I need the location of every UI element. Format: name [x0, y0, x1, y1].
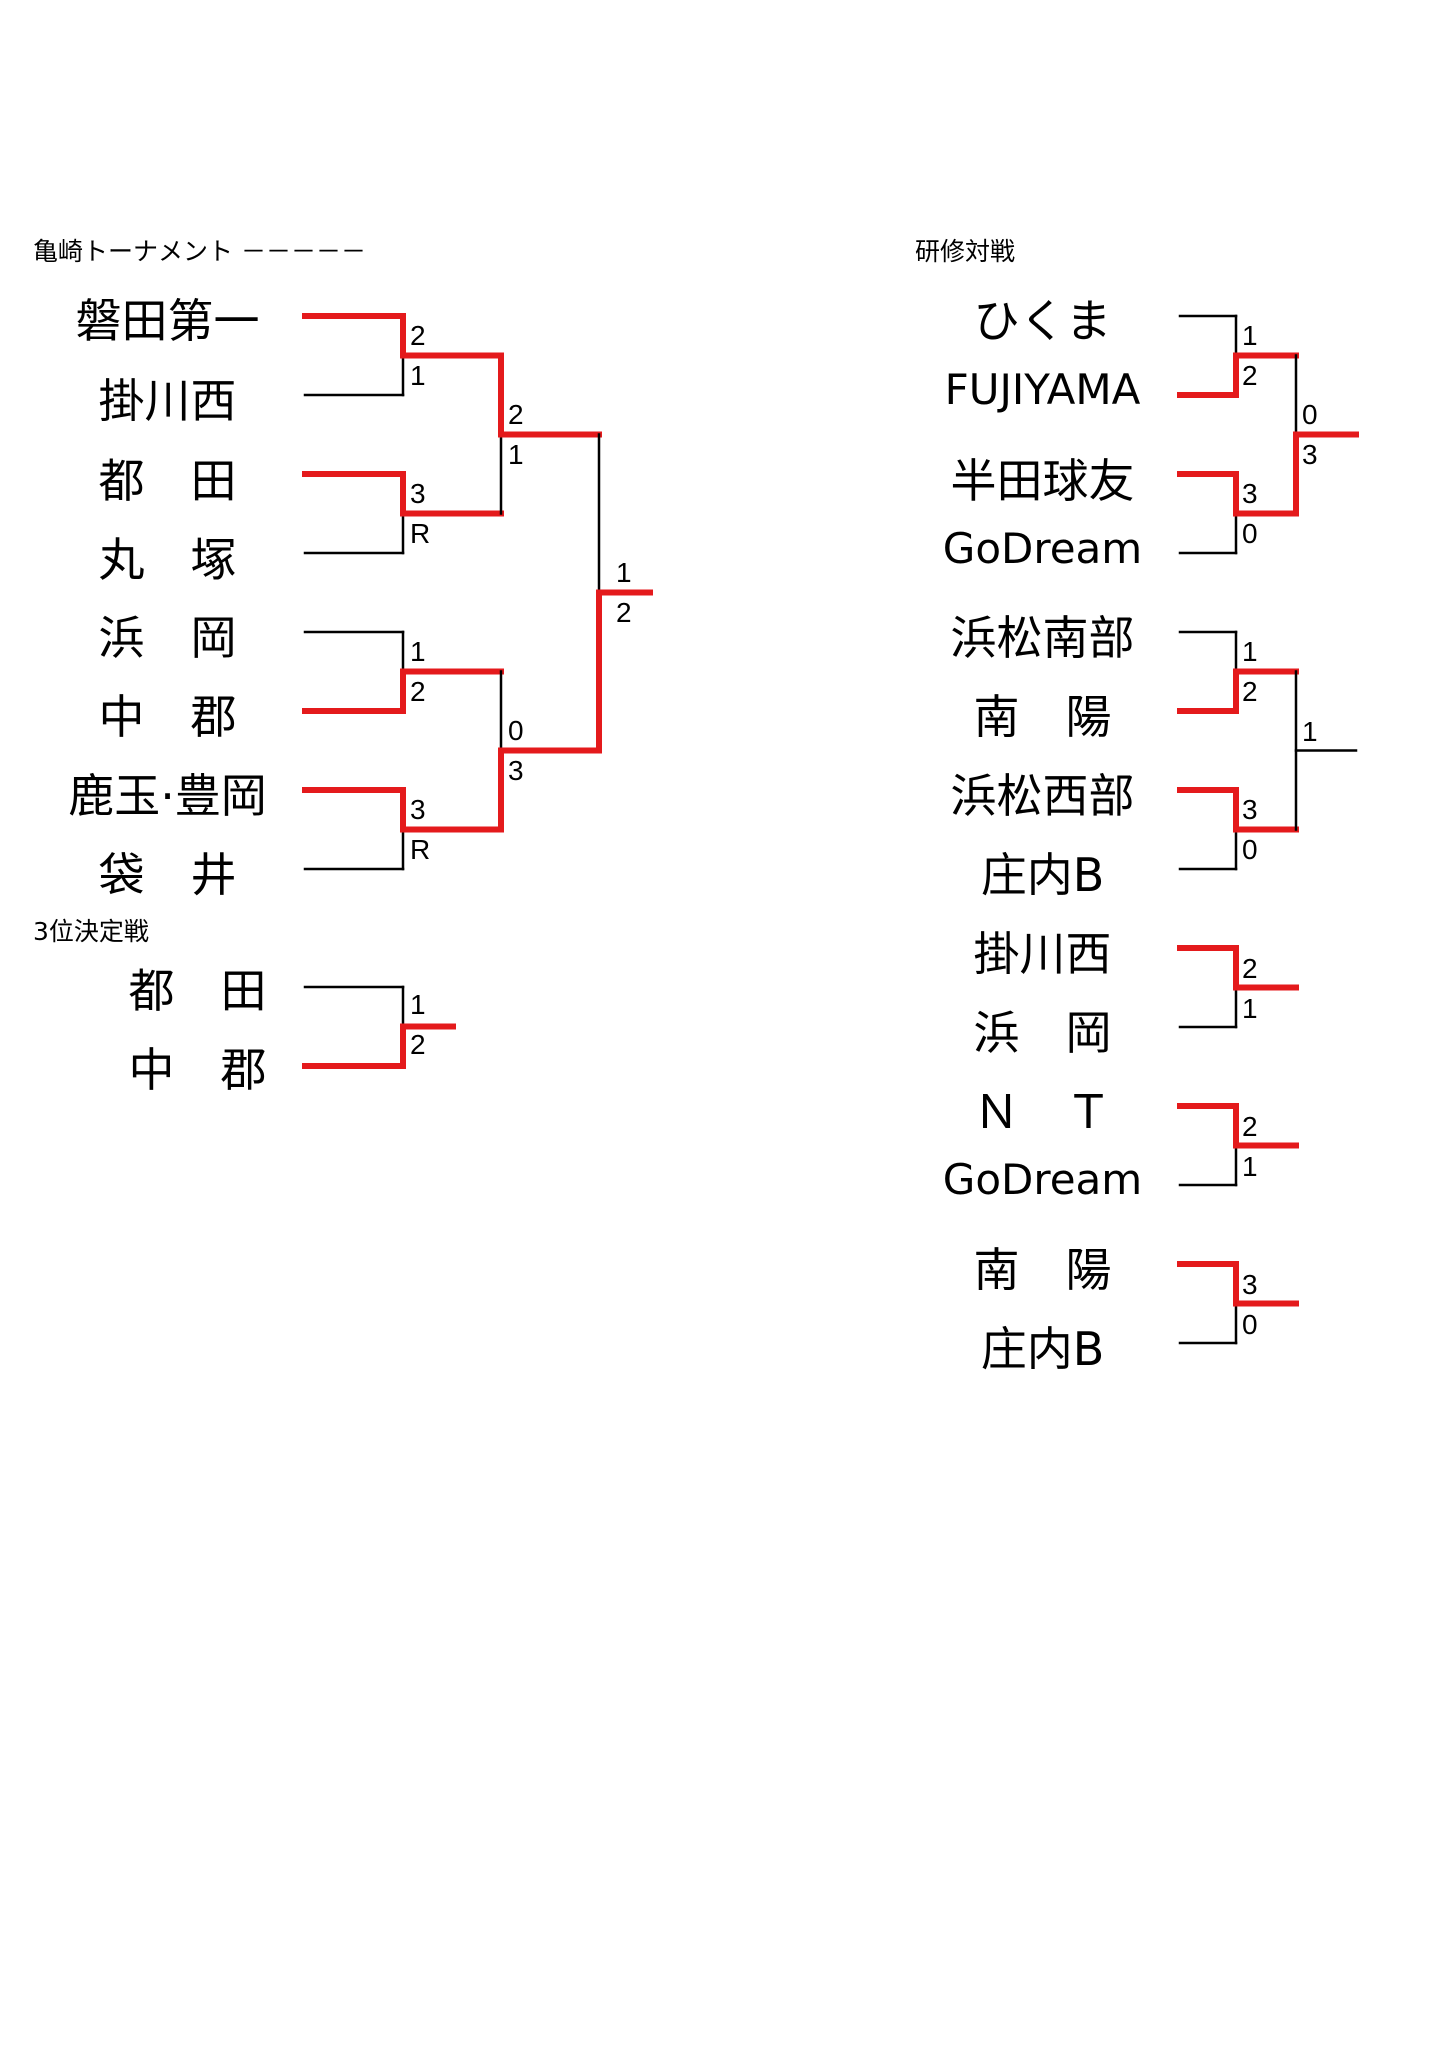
- match-score: 2: [410, 1029, 426, 1060]
- match-score: 0: [1242, 518, 1258, 549]
- match-score: R: [410, 834, 431, 865]
- team-name: 庄内B: [980, 848, 1105, 902]
- match-score: 1: [1242, 636, 1258, 667]
- team-name: 南 陽: [973, 690, 1112, 744]
- match-score: 3: [1242, 794, 1258, 825]
- match-score: 1: [616, 557, 632, 588]
- match-score: 1: [1302, 716, 1318, 747]
- match-score: 1: [410, 989, 426, 1020]
- match-score: 2: [1242, 1111, 1258, 1142]
- team-name: GoDream: [942, 524, 1143, 573]
- team-name: 中 郡: [98, 690, 237, 744]
- team-name: 庄内B: [980, 1322, 1105, 1376]
- match-score: R: [410, 518, 431, 549]
- match-score: 2: [1242, 676, 1258, 707]
- team-name: 都 田: [98, 454, 237, 508]
- match-score: 0: [508, 715, 524, 746]
- match-score: 2: [1242, 953, 1258, 984]
- match-score: 1: [410, 636, 426, 667]
- team-name: 浜松西部: [950, 769, 1135, 823]
- team-name: 浜 岡: [98, 611, 237, 665]
- team-name: 磐田第一: [75, 294, 260, 348]
- match-score: 0: [1242, 834, 1258, 865]
- team-name: 南 陽: [973, 1243, 1112, 1297]
- team-name: 浜 岡: [973, 1006, 1112, 1060]
- match-score: 1: [1242, 993, 1258, 1024]
- match-score: 2: [616, 597, 632, 628]
- team-name: 浜松南部: [950, 611, 1135, 665]
- team-name: GoDream: [942, 1155, 1143, 1204]
- third-place-title: 3位決定戦: [33, 917, 149, 946]
- match-score: 0: [1302, 399, 1318, 430]
- match-score: 1: [508, 439, 524, 470]
- team-name: Ｎ Ｔ: [973, 1085, 1112, 1139]
- team-name: 鹿玉·豊岡: [68, 769, 267, 823]
- team-name: 掛川西: [98, 374, 237, 428]
- match-score: 2: [410, 320, 426, 351]
- team-name: ひくま: [973, 294, 1112, 348]
- match-score: 2: [508, 399, 524, 430]
- match-score: 3: [1242, 1269, 1258, 1300]
- match-score: 2: [1242, 360, 1258, 391]
- team-name: 中 郡: [128, 1043, 267, 1097]
- team-name: 丸 塚: [98, 533, 237, 587]
- match-score: 0: [1242, 1309, 1258, 1340]
- match-score: 3: [410, 794, 426, 825]
- team-name: FUJIYAMA: [944, 365, 1141, 414]
- team-name: 都 田: [128, 964, 267, 1018]
- match-score: 1: [410, 360, 426, 391]
- match-score: 3: [1302, 439, 1318, 470]
- team-name: 掛川西: [973, 927, 1112, 981]
- match-score: 3: [410, 478, 426, 509]
- match-score: 1: [1242, 320, 1258, 351]
- right-title: 研修対戦: [915, 237, 1016, 266]
- team-name: 半田球友: [950, 454, 1135, 508]
- left-title: 亀崎トーナメント －－－－－: [33, 237, 366, 266]
- match-score: 3: [508, 755, 524, 786]
- match-score: 2: [410, 676, 426, 707]
- match-score: 1: [1242, 1151, 1258, 1182]
- match-score: 3: [1242, 478, 1258, 509]
- team-name: 袋 井: [98, 848, 237, 902]
